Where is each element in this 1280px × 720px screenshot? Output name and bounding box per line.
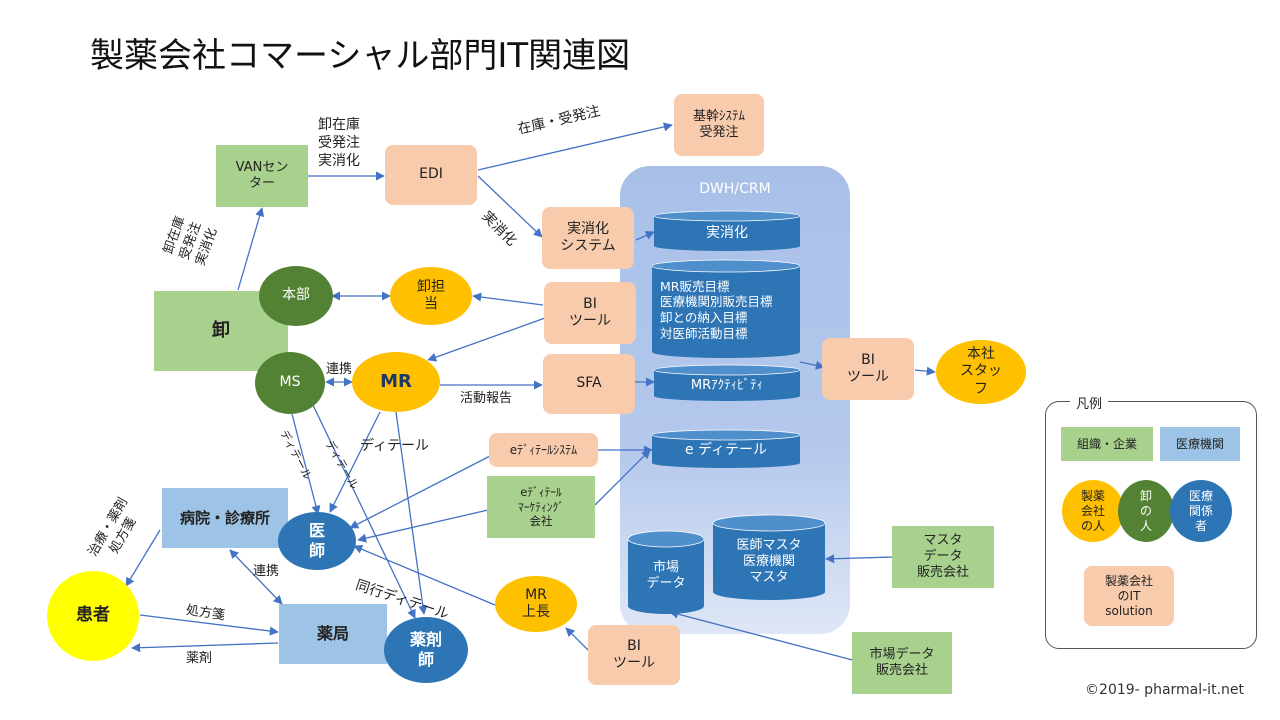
jisshouka-system-node: 実消化 システム [542, 207, 634, 269]
ms-node: MS [255, 352, 325, 414]
edetail-system-node: eﾃﾞｨﾃｰﾙｼｽﾃﾑ [489, 433, 598, 467]
edge-bi-mr [427, 317, 546, 362]
label-pharmacy-patient: 薬剤 [186, 651, 213, 666]
hospital-clinic-node: 病院・診療所 [162, 488, 288, 548]
dwh-crm-label: DWH/CRM [699, 181, 771, 197]
edge-oroshi-van [237, 207, 265, 291]
van-center-node: VANセン ター [216, 145, 308, 207]
page-title: 製薬会社コマーシャル部門IT関連図 [90, 36, 631, 76]
db-master [712, 514, 826, 600]
legend-pharma-person: 製薬 会社 の人 [1062, 480, 1124, 542]
oroshi-tantou-node: 卸担 当 [390, 267, 472, 325]
db-master-label: 医師マスタ 医療機関 マスタ [736, 537, 802, 586]
edge-edi-kikan [477, 122, 673, 171]
mr-boss-node: MR 上長 [495, 576, 577, 632]
label-van-edi: 卸在庫 受発注 実消化 [318, 117, 360, 170]
patient-node: 患者 [47, 571, 139, 661]
edge-boss-doctor [353, 544, 496, 606]
db-targets [651, 259, 801, 358]
edge-ms-doctor [291, 413, 321, 515]
label-ms-mr: 連携 [326, 362, 353, 377]
master-data-vendor-node: マスタ データ 販売会社 [892, 526, 994, 588]
legend-medical-person: 医療 関係 者 [1170, 480, 1232, 542]
edge-jisshouka-db [635, 231, 655, 241]
market-data-vendor-node: 市場データ 販売会社 [852, 632, 952, 694]
edge-bihq-staff [914, 366, 936, 376]
honsha-staff-node: 本社 スタッ フ [936, 340, 1026, 404]
db-jisshouka-label: 実消化 [706, 225, 748, 242]
edge-bi-tantou [472, 292, 544, 306]
edge-dwh-bihq [799, 360, 825, 370]
db-targets-label: MR販売目標 医療機関別販売目標 卸との納入目標 対医師活動目標 [660, 278, 773, 341]
edge-edi-jisshouka [477, 175, 543, 238]
edetail-marketing-company-node: eﾃﾞｨﾃｰﾙ ﾏｰｹﾃｨﾝｸﾞ 会社 [487, 476, 595, 538]
edi-node: EDI [385, 145, 477, 205]
edge-pharmacy-patient [131, 642, 279, 653]
copyright-notice: ©2019- pharmal-it.net [1085, 682, 1244, 698]
pharmacy-node: 薬局 [279, 604, 387, 664]
mr-node: MR [352, 352, 440, 412]
edge-bibottom-boss [565, 627, 589, 651]
honbu-node: 本部 [259, 266, 333, 326]
db-mr-activity-label: MRｱｸﾃｨﾋﾞﾃｨ [690, 377, 764, 393]
edge-ms-pharmacist [312, 404, 416, 619]
core-system-node: 基幹ｼｽﾃﾑ 受発注 [674, 94, 764, 156]
edge-edetailsys-doctor [349, 455, 491, 529]
db-jisshouka [653, 210, 801, 251]
edge-edetailmkt-doctor [357, 509, 489, 543]
legend-it-solution: 製薬会社 のIT solution [1084, 566, 1174, 626]
edge-edetailmkt-db [594, 449, 651, 506]
edge-marketvendor-db [669, 609, 861, 663]
bi-tool-node-hq: BI ツール [822, 338, 914, 400]
db-market [627, 530, 705, 614]
edge-mr-pharmacist [395, 411, 428, 615]
db-mr-activity [653, 364, 801, 401]
edge-patient-pharmacy [139, 614, 279, 636]
label-mr-doctor: ディテール [360, 438, 430, 454]
bi-tool-node-bottom: BI ツール [588, 625, 680, 685]
bi-tool-node-1: BI ツール [544, 282, 636, 344]
legend-medical: 医療機関 [1160, 427, 1240, 461]
db-edetail [651, 429, 801, 468]
db-edetail-label: e ディテール [684, 442, 768, 459]
doctor-node: 医 師 [278, 512, 356, 570]
label-hospital-pharmacy: 連携 [253, 564, 280, 579]
legend-org: 組織・企業 [1061, 427, 1153, 461]
edge-pharmacy-hospital [229, 549, 283, 605]
pharmacist-node: 薬剤 師 [384, 617, 468, 683]
legend-wholesaler-person: 卸 の 人 [1118, 480, 1174, 542]
label-mr-sfa: 活動報告 [460, 391, 513, 406]
edge-hospital-patient [125, 529, 161, 587]
edge-mastervendor-db [825, 554, 893, 564]
edge-mr-doctor [329, 411, 381, 513]
sfa-node: SFA [543, 354, 635, 414]
legend-title: 凡例 [1070, 393, 1109, 412]
db-market-label: 市場 データ [646, 559, 686, 591]
